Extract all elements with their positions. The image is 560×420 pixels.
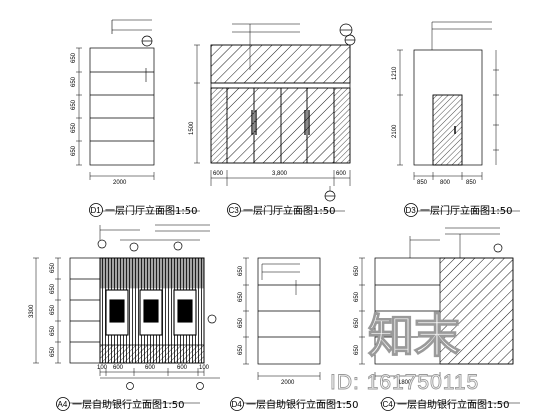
detail-marker: [129, 242, 139, 252]
caption-d4: D4 一层自助银行立面图1:50: [230, 397, 358, 411]
elevation-d4: [240, 257, 350, 404]
dimension-labels: 2000 650 650 650 650 650 600 3,800 600 1…: [29, 52, 477, 386]
dim-c4-side: 650: [354, 317, 360, 328]
elevation-d1: [76, 19, 200, 212]
dim-c4-side: 650: [354, 265, 360, 276]
dim-a4-bottom: 600: [145, 365, 156, 371]
panel-title: 一层自助银行立面图1:50: [72, 398, 184, 411]
dim-d3-side: 2100: [392, 124, 398, 138]
caption-d1: D1 一层门厅立面图1:50: [89, 203, 197, 217]
dim-a4-bottom: 100: [97, 365, 108, 371]
dim-d1-bottom: 2000: [113, 180, 127, 186]
elevation-c3: [194, 23, 356, 212]
panel-tag: D3: [406, 206, 417, 215]
detail-marker: [207, 314, 217, 324]
dim-a4-side: 650: [50, 283, 56, 294]
watermark: 知末 ID: 161750115: [330, 308, 479, 394]
dim-a4-side: 650: [50, 304, 56, 315]
dim-d3-bottom: 850: [417, 180, 428, 186]
panel-tag: D4: [232, 400, 243, 409]
dim-a4-total: 3300: [29, 304, 35, 318]
dim-a4-side: 650: [50, 325, 56, 336]
detail-marker: [126, 382, 134, 390]
dim-d4-bottom: 2000: [281, 380, 295, 386]
dim-d3-side: 1210: [392, 66, 398, 80]
dim-c3-bottom: 600: [213, 171, 224, 177]
panel-title: 一层门厅立面图1:50: [243, 204, 335, 217]
caption-a4: A4 一层自助银行立面图1:50: [56, 397, 184, 411]
caption-c3: C3 一层门厅立面图1:50: [227, 203, 335, 217]
panel-title: 一层自助银行立面图1:50: [397, 398, 509, 411]
caption-c4: C4 一层自助银行立面图1:50: [381, 397, 509, 411]
detail-marker: [173, 241, 183, 251]
elevation-a4: [33, 224, 220, 404]
panel-captions: D1 一层门厅立面图1:50 C3 一层门厅立面图1:50 D3 一层门厅立面图…: [56, 203, 512, 411]
detail-marker: [493, 243, 503, 253]
dim-d3-bottom: 850: [466, 180, 477, 186]
dim-d4-side: 650: [238, 291, 244, 302]
dim-d3-bottom: 800: [440, 180, 451, 186]
caption-d3: D3 一层门厅立面图1:50: [404, 203, 512, 217]
dim-d1-side: 650: [71, 52, 77, 63]
panel-title: 一层自助银行立面图1:50: [246, 398, 358, 411]
dim-c3-bottom: 3,800: [272, 171, 288, 177]
dim-c4-side: 650: [354, 291, 360, 302]
dim-a4-side: 650: [50, 262, 56, 273]
elevation-c4: [359, 227, 520, 404]
watermark-id: ID: 161750115: [330, 371, 479, 394]
dim-c3-bottom: 600: [336, 171, 347, 177]
dim-c4-bottom: 1800: [398, 380, 412, 386]
detail-marker: [97, 239, 107, 249]
dim-a4-bottom: 600: [177, 365, 188, 371]
dim-a4-side: 650: [50, 346, 56, 357]
dim-d4-side: 650: [238, 344, 244, 355]
panel-tag: C4: [383, 400, 394, 409]
dim-a4-bottom: 600: [113, 365, 124, 371]
detail-marker: [196, 382, 204, 390]
dim-d1-side: 650: [71, 76, 77, 87]
dim-d1-side: 650: [71, 145, 77, 156]
panel-tag: D1: [91, 206, 102, 215]
dim-d4-side: 650: [238, 317, 244, 328]
dim-d1-side: 650: [71, 122, 77, 133]
dim-c4-side: 650: [354, 344, 360, 355]
panel-tag: C3: [229, 206, 240, 215]
panel-title: 一层门厅立面图1:50: [420, 204, 512, 217]
dim-a4-bottom: 100: [199, 365, 210, 371]
panel-title: 一层门厅立面图1:50: [105, 204, 197, 217]
dim-c3-side: 1500: [189, 121, 195, 135]
dim-d4-side: 650: [238, 265, 244, 276]
watermark-logo: 知末: [368, 309, 460, 363]
elevation-d3: [397, 21, 520, 212]
panel-tag: A4: [58, 400, 68, 409]
dim-d1-side: 650: [71, 99, 77, 110]
